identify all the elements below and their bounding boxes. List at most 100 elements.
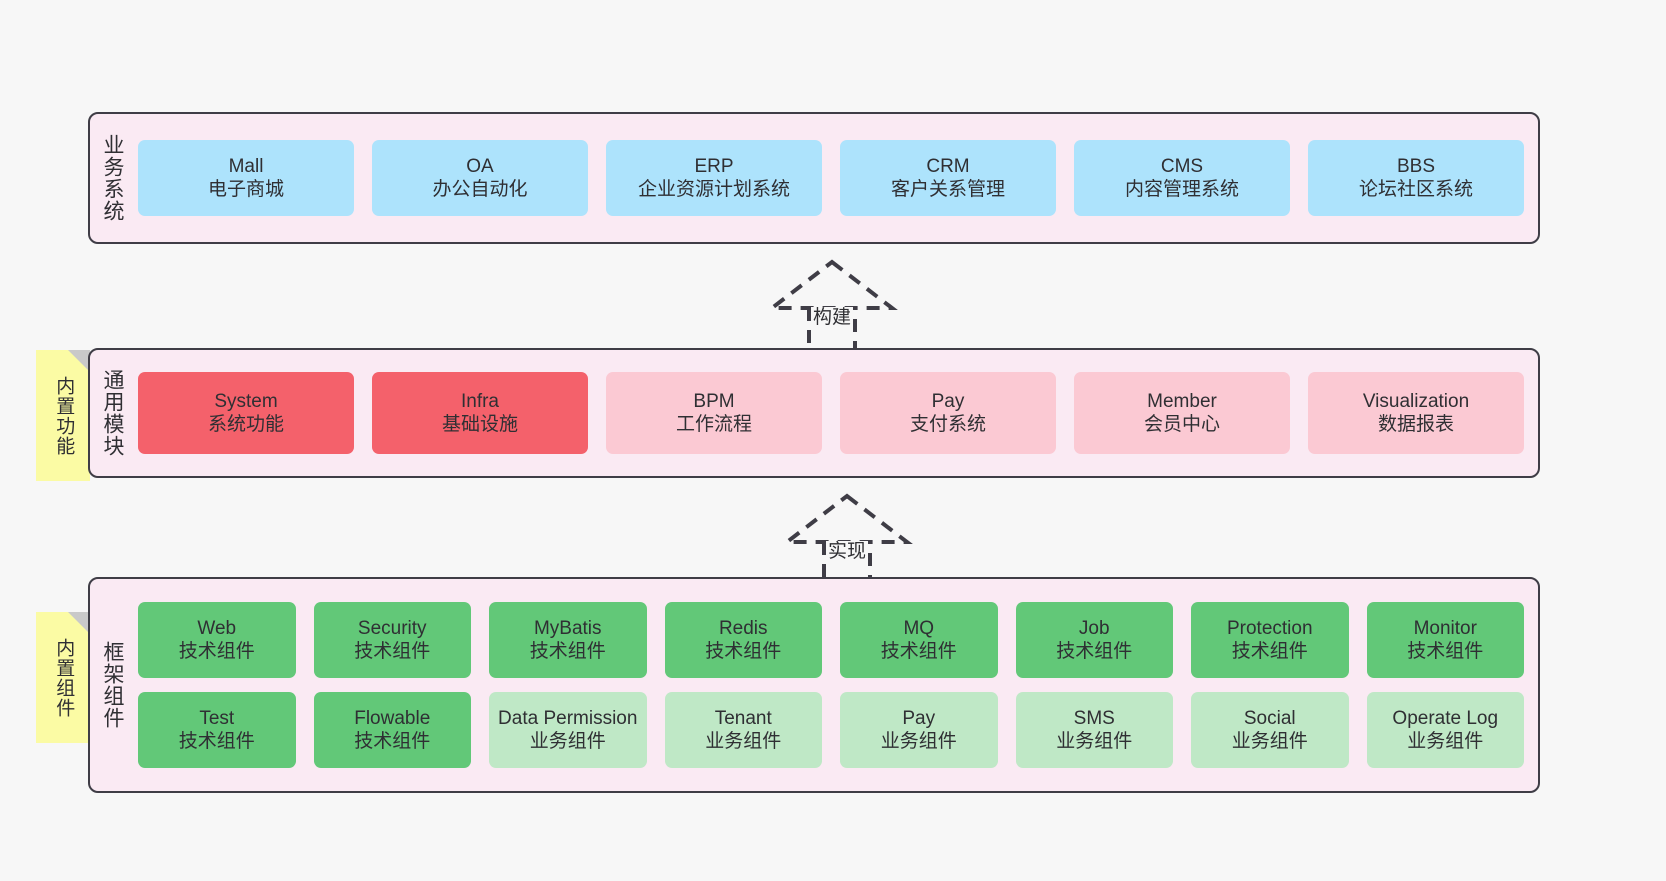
card-subtitle: 客户关系管理: [890, 179, 1005, 200]
card-title: Web: [197, 617, 237, 639]
card-job[interactable]: Job 技术组件: [1015, 602, 1173, 678]
card-subtitle: 业务组件: [1056, 731, 1133, 752]
card-title: Mall: [228, 155, 264, 177]
layer-caption-framework-components: 框架组件: [101, 641, 125, 729]
layer-body-common-modules: System 系统功能 Infra 基础设施 BPM 工作流程 Pay 支付系统…: [134, 350, 1538, 476]
sticky-note-label: 内置功能: [53, 375, 75, 456]
card-web[interactable]: Web 技术组件: [138, 602, 296, 678]
card-infra[interactable]: Infra 基础设施: [372, 372, 588, 454]
sticky-note-builtin-features: 内置功能: [36, 350, 90, 481]
card-subtitle: 支付系统: [909, 414, 986, 435]
card-cms[interactable]: CMS 内容管理系统: [1074, 140, 1290, 216]
card-pay-business[interactable]: Pay 业务组件: [840, 692, 998, 768]
card-tenant[interactable]: Tenant 业务组件: [664, 692, 822, 768]
card-subtitle: 技术组件: [354, 641, 431, 662]
card-subtitle: 业务组件: [1231, 731, 1308, 752]
card-operate-log[interactable]: Operate Log 业务组件: [1366, 692, 1524, 768]
card-title: Pay: [931, 390, 965, 412]
card-title: BPM: [693, 390, 735, 412]
layer-caption-common-modules: 通用模块: [101, 369, 125, 457]
card-title: Visualization: [1362, 390, 1470, 412]
card-row: System 系统功能 Infra 基础设施 BPM 工作流程 Pay 支付系统…: [138, 372, 1524, 454]
card-member[interactable]: Member 会员中心: [1074, 372, 1290, 454]
connector-build-label: 构建: [810, 307, 853, 328]
card-row: Web 技术组件 Security 技术组件 MyBatis 技术组件 Redi…: [138, 602, 1524, 678]
layer-body-framework-components: Web 技术组件 Security 技术组件 MyBatis 技术组件 Redi…: [134, 579, 1538, 791]
card-subtitle: 技术组件: [178, 731, 255, 752]
card-test[interactable]: Test 技术组件: [138, 692, 296, 768]
card-title: Security: [357, 617, 427, 639]
card-row: Mall 电子商城 OA 办公自动化 ERP 企业资源计划系统 CRM 客户关系…: [138, 140, 1524, 216]
card-subtitle: 技术组件: [705, 641, 782, 662]
card-subtitle: 内容管理系统: [1124, 179, 1239, 200]
card-bbs[interactable]: BBS 论坛社区系统: [1308, 140, 1524, 216]
card-title: OA: [466, 155, 494, 177]
card-subtitle: 业务组件: [880, 731, 957, 752]
card-subtitle: 业务组件: [1407, 731, 1484, 752]
card-title: MyBatis: [533, 617, 602, 639]
card-subtitle: 技术组件: [880, 641, 957, 662]
card-subtitle: 技术组件: [178, 641, 255, 662]
card-subtitle: 技术组件: [1407, 641, 1484, 662]
card-title: Data Permission: [498, 707, 638, 729]
layer-framework-components: 框架组件 Web 技术组件 Security 技术组件 MyBatis 技术组件…: [88, 577, 1540, 793]
card-pay[interactable]: Pay 支付系统: [840, 372, 1056, 454]
card-title: Operate Log: [1392, 707, 1499, 729]
card-title: Infra: [460, 390, 500, 412]
card-oa[interactable]: OA 办公自动化: [372, 140, 588, 216]
card-subtitle: 技术组件: [1231, 641, 1308, 662]
sticky-note-builtin-components: 内置组件: [36, 612, 90, 743]
card-monitor[interactable]: Monitor 技术组件: [1366, 602, 1524, 678]
card-subtitle: 电子商城: [207, 179, 284, 200]
card-data-permission[interactable]: Data Permission 业务组件: [489, 692, 647, 768]
card-subtitle: 数据报表: [1377, 414, 1454, 435]
card-title: SMS: [1073, 707, 1115, 729]
card-title: Tenant: [714, 707, 772, 729]
card-subtitle: 业务组件: [529, 731, 606, 752]
layer-common-modules: 通用模块 System 系统功能 Infra 基础设施 BPM 工作流程 Pay…: [88, 348, 1540, 478]
card-title: Test: [199, 707, 235, 729]
card-bpm[interactable]: BPM 工作流程: [606, 372, 822, 454]
card-title: Protection: [1226, 617, 1313, 639]
layer-business-systems: 业务系统 Mall 电子商城 OA 办公自动化 ERP 企业资源计划系统 CRM…: [88, 112, 1540, 244]
card-erp[interactable]: ERP 企业资源计划系统: [606, 140, 822, 216]
card-title: CMS: [1160, 155, 1204, 177]
card-title: Job: [1078, 617, 1110, 639]
card-crm[interactable]: CRM 客户关系管理: [840, 140, 1056, 216]
card-title: Member: [1147, 390, 1217, 412]
card-visualization[interactable]: Visualization 数据报表: [1308, 372, 1524, 454]
card-row: Test 技术组件 Flowable 技术组件 Data Permission …: [138, 692, 1524, 768]
card-subtitle: 论坛社区系统: [1358, 179, 1473, 200]
card-subtitle: 会员中心: [1143, 414, 1220, 435]
card-subtitle: 技术组件: [354, 731, 431, 752]
layer-caption-business-systems: 业务系统: [101, 134, 125, 222]
card-subtitle: 系统功能: [207, 414, 284, 435]
card-title: CRM: [926, 155, 970, 177]
card-flowable[interactable]: Flowable 技术组件: [313, 692, 471, 768]
card-social[interactable]: Social 业务组件: [1191, 692, 1349, 768]
card-title: Monitor: [1413, 617, 1477, 639]
card-title: ERP: [694, 155, 734, 177]
card-system[interactable]: System 系统功能: [138, 372, 354, 454]
card-title: BBS: [1396, 155, 1436, 177]
card-protection[interactable]: Protection 技术组件: [1191, 602, 1349, 678]
card-sms[interactable]: SMS 业务组件: [1015, 692, 1173, 768]
card-mall[interactable]: Mall 电子商城: [138, 140, 354, 216]
card-title: System: [214, 390, 278, 412]
card-title: Flowable: [354, 707, 431, 729]
card-subtitle: 工作流程: [675, 414, 752, 435]
card-subtitle: 办公自动化: [432, 179, 528, 200]
layer-body-business-systems: Mall 电子商城 OA 办公自动化 ERP 企业资源计划系统 CRM 客户关系…: [134, 114, 1538, 242]
card-subtitle: 基础设施: [441, 414, 518, 435]
card-redis[interactable]: Redis 技术组件: [664, 602, 822, 678]
card-subtitle: 业务组件: [705, 731, 782, 752]
card-title: MQ: [903, 617, 935, 639]
card-mybatis[interactable]: MyBatis 技术组件: [489, 602, 647, 678]
page-fold-icon: [68, 350, 90, 372]
connector-implement-label: 实现: [825, 541, 868, 562]
card-mq[interactable]: MQ 技术组件: [840, 602, 998, 678]
card-title: Redis: [718, 617, 768, 639]
connector-implement: 实现: [767, 492, 927, 588]
card-security[interactable]: Security 技术组件: [313, 602, 471, 678]
page-fold-icon: [68, 612, 90, 634]
